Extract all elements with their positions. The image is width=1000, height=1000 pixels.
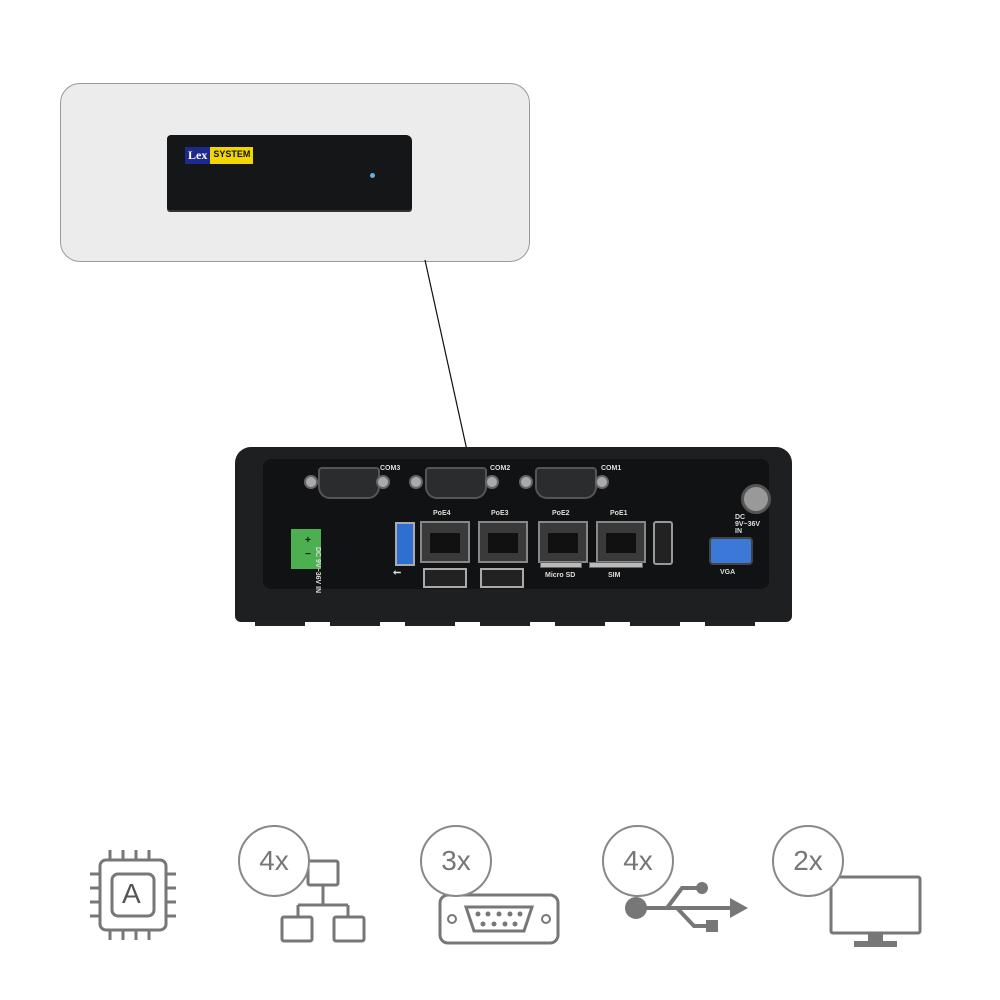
- logo-system: SYSTEM: [210, 147, 254, 164]
- com3-label: COM3: [380, 465, 401, 472]
- com1-label: COM1: [601, 465, 622, 472]
- com3-port: [318, 467, 380, 499]
- feature-display: 2x: [772, 825, 927, 950]
- sim-slot: [589, 562, 643, 568]
- power-led: [370, 173, 375, 178]
- poe1-port: [596, 521, 646, 563]
- screw: [519, 475, 533, 489]
- vga-port: [709, 537, 753, 565]
- poe4-label: PoE4: [433, 510, 451, 517]
- vga-label: VGA: [720, 569, 736, 576]
- screw: [409, 475, 423, 489]
- feature-cpu: A: [90, 850, 176, 940]
- com2-label: COM2: [490, 465, 511, 472]
- front-view-inset: Lex SYSTEM: [60, 83, 530, 262]
- poe3-port: [478, 521, 528, 563]
- usb-count: 4x: [602, 825, 674, 897]
- serial-count: 3x: [420, 825, 492, 897]
- com2-port: [425, 467, 487, 499]
- io-panel: COM3 COM2 COM1 DC 9V~36V IN + − DC 9V~36…: [263, 459, 771, 593]
- usb-port: [480, 568, 524, 588]
- serial-port-icon: [438, 893, 560, 945]
- terminal-minus: −: [305, 549, 311, 560]
- poe2-port: [538, 521, 588, 563]
- feature-usb: 4x: [602, 825, 752, 935]
- screw: [595, 475, 609, 489]
- sim-label: SIM: [608, 572, 621, 579]
- display-count: 2x: [772, 825, 844, 897]
- poe1-label: PoE1: [610, 510, 628, 517]
- dc-in-top-label: DC 9V~36V IN: [735, 514, 761, 535]
- feature-serial: 3x: [420, 825, 560, 945]
- poe4-port: [420, 521, 470, 563]
- monitor-icon: [829, 875, 922, 947]
- front-device-image: Lex SYSTEM: [167, 135, 412, 210]
- cpu-letter: A: [122, 878, 141, 909]
- usb-icon: [625, 882, 748, 932]
- micro-sd-label: Micro SD: [545, 572, 576, 579]
- feature-lan: 4x: [238, 825, 368, 950]
- dc-jack: [741, 484, 771, 514]
- network-icon: [280, 859, 366, 943]
- poe3-label: PoE3: [491, 510, 509, 517]
- lan-count: 4x: [238, 825, 310, 897]
- micro-sd-slot: [540, 562, 582, 568]
- usb-port: [423, 568, 467, 588]
- cpu-icon: [90, 850, 176, 940]
- logo-lex: Lex: [185, 147, 211, 164]
- usb3-port: [395, 522, 415, 566]
- device-feet: [255, 620, 772, 626]
- brand-logo: Lex SYSTEM: [185, 147, 254, 164]
- displayport-port: [653, 521, 673, 565]
- screw: [304, 475, 318, 489]
- screw: [376, 475, 390, 489]
- screw: [485, 475, 499, 489]
- terminal-plus: +: [305, 535, 311, 546]
- com1-port: [535, 467, 597, 499]
- usb-symbol: ⭠: [393, 567, 401, 578]
- rear-device-image: COM3 COM2 COM1 DC 9V~36V IN + − DC 9V~36…: [235, 447, 792, 626]
- dc-in-side-label: DC 9V~36V IN: [314, 547, 321, 594]
- poe2-label: PoE2: [552, 510, 570, 517]
- power-terminal-block: + −: [291, 529, 321, 569]
